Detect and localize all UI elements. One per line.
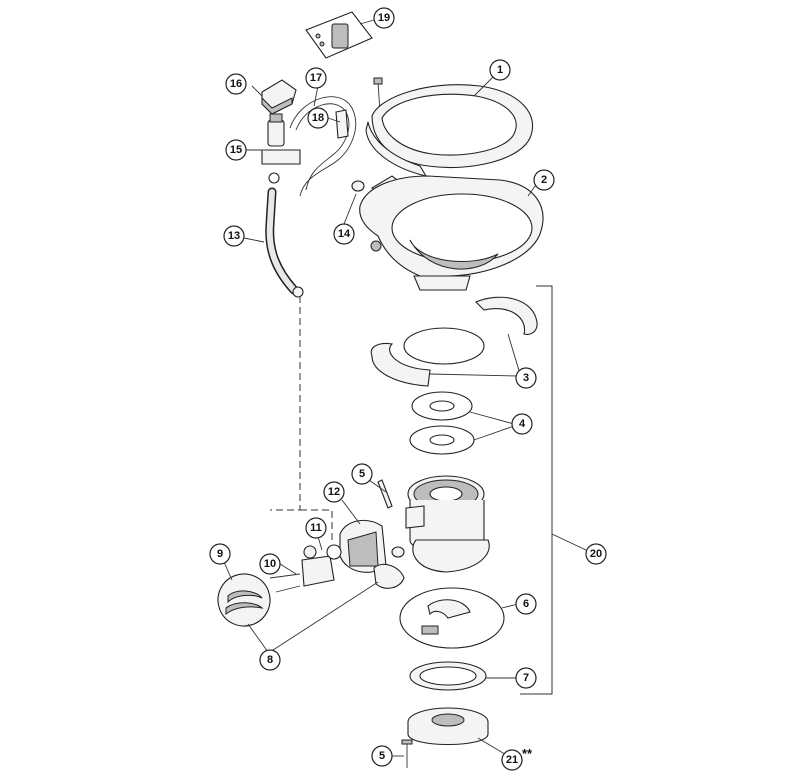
part-19-bracket-kit <box>305 11 373 59</box>
svg-text:5: 5 <box>359 468 365 480</box>
callout-2: 2 <box>533 169 555 191</box>
svg-text:14: 14 <box>338 228 351 240</box>
part-1-seat-lid <box>365 77 534 177</box>
svg-text:17: 17 <box>310 72 322 84</box>
svg-text:10: 10 <box>264 558 276 570</box>
footnote-mark: ** <box>522 746 533 761</box>
callout-4: 4 <box>511 413 533 435</box>
part-5-screw-lower <box>401 739 413 768</box>
pump-base <box>405 475 490 573</box>
callout-18: 18 <box>307 107 329 129</box>
svg-text:5: 5 <box>379 750 385 762</box>
part-5-bolt-upper <box>377 479 393 509</box>
callout-6: 6 <box>515 593 537 615</box>
callout-5-lower: 5 <box>371 745 393 767</box>
part-3-clamp <box>370 296 538 387</box>
callouts: 1 2 3 4 5 5 6 7 8 9 10 11 12 13 14 15 16… <box>209 7 607 771</box>
svg-text:15: 15 <box>230 144 242 156</box>
svg-text:13: 13 <box>228 230 240 242</box>
svg-text:20: 20 <box>590 548 602 560</box>
svg-text:1: 1 <box>497 64 503 76</box>
svg-text:21: 21 <box>506 754 518 766</box>
callout-8: 8 <box>259 649 281 671</box>
callout-20: 20 <box>585 543 607 565</box>
svg-text:9: 9 <box>217 548 223 560</box>
part-17-hose-loop <box>289 96 357 197</box>
callout-9: 9 <box>209 543 231 565</box>
hose-route-line <box>270 296 333 540</box>
svg-text:12: 12 <box>328 486 340 498</box>
svg-text:16: 16 <box>230 78 242 90</box>
callout-11: 11 <box>305 517 327 539</box>
part-6-seal <box>399 587 505 649</box>
svg-text:18: 18 <box>312 112 324 124</box>
callout-17: 17 <box>305 67 327 89</box>
callout-15: 15 <box>225 139 247 161</box>
callout-19: 19 <box>373 7 395 29</box>
part-11-valve <box>301 544 342 587</box>
callout-13: 13 <box>223 225 245 247</box>
svg-text:4: 4 <box>519 418 526 430</box>
part-2-bowl <box>359 175 544 291</box>
callout-7: 7 <box>515 667 537 689</box>
part-10-screws <box>269 573 301 593</box>
callout-10: 10 <box>259 553 281 575</box>
callout-5-upper: 5 <box>351 463 373 485</box>
callout-14: 14 <box>333 223 355 245</box>
part-13-hose <box>265 187 304 298</box>
part-4-gaskets <box>409 391 475 455</box>
callout-1: 1 <box>489 59 511 81</box>
part-7-ring <box>409 661 487 691</box>
callout-3: 3 <box>515 367 537 389</box>
svg-text:2: 2 <box>541 174 547 186</box>
part-16-cap <box>261 79 297 115</box>
group-20-bracket <box>520 285 553 695</box>
svg-text:3: 3 <box>523 372 529 384</box>
part-15-valve <box>261 113 301 184</box>
svg-text:11: 11 <box>310 522 322 534</box>
callout-21: 21 <box>501 749 523 771</box>
part-12-pump-housing <box>339 519 405 589</box>
svg-text:8: 8 <box>267 654 273 666</box>
svg-text:19: 19 <box>378 12 390 24</box>
callout-12: 12 <box>323 481 345 503</box>
svg-text:6: 6 <box>523 598 529 610</box>
svg-text:7: 7 <box>523 672 529 684</box>
part-9-cover <box>217 573 271 627</box>
callout-16: 16 <box>225 73 247 95</box>
part-21-base-flange <box>407 707 489 745</box>
